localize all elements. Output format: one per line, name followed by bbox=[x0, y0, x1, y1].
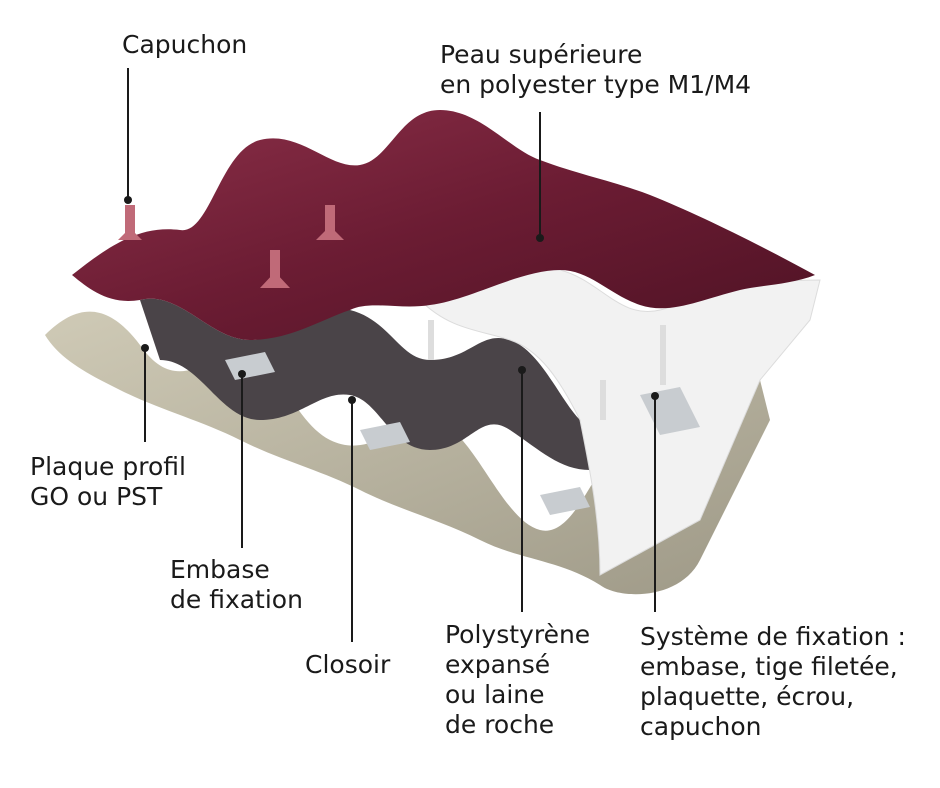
label-line: Système de fixation : bbox=[640, 622, 906, 651]
label-line: capuchon bbox=[640, 712, 762, 741]
capuchon-caps bbox=[118, 205, 344, 288]
label-line: GO ou PST bbox=[30, 482, 163, 511]
label-embase: Embase de fixation bbox=[170, 555, 303, 615]
label-systeme-fixation: Système de fixation : embase, tige filet… bbox=[640, 622, 906, 742]
label-line: de roche bbox=[445, 710, 555, 739]
label-plaque-profil: Plaque profil GO ou PST bbox=[30, 452, 186, 512]
leader-lines bbox=[127, 68, 656, 642]
label-closoir: Closoir bbox=[305, 650, 390, 680]
label-line: de fixation bbox=[170, 585, 303, 614]
label-line: Plaque profil bbox=[30, 452, 186, 481]
label-line: Peau supérieure bbox=[440, 40, 643, 69]
top-sheet bbox=[72, 110, 815, 340]
label-capuchon: Capuchon bbox=[122, 30, 247, 60]
label-line: plaquette, écrou, bbox=[640, 682, 855, 711]
label-peau-superieure: Peau supérieure en polyester type M1/M4 bbox=[440, 40, 751, 100]
closoir-band bbox=[140, 298, 590, 470]
label-line: Capuchon bbox=[122, 30, 248, 59]
label-line: en polyester type M1/M4 bbox=[440, 70, 752, 99]
label-line: expansé bbox=[445, 650, 551, 679]
label-line: ou laine bbox=[445, 680, 545, 709]
label-line: Embase bbox=[170, 555, 270, 584]
label-polystyrene: Polystyrène expansé ou laine de roche bbox=[445, 620, 590, 740]
label-line: embase, tige filetée, bbox=[640, 652, 898, 681]
label-line: Polystyrène bbox=[445, 620, 591, 649]
label-line: Closoir bbox=[305, 650, 391, 679]
